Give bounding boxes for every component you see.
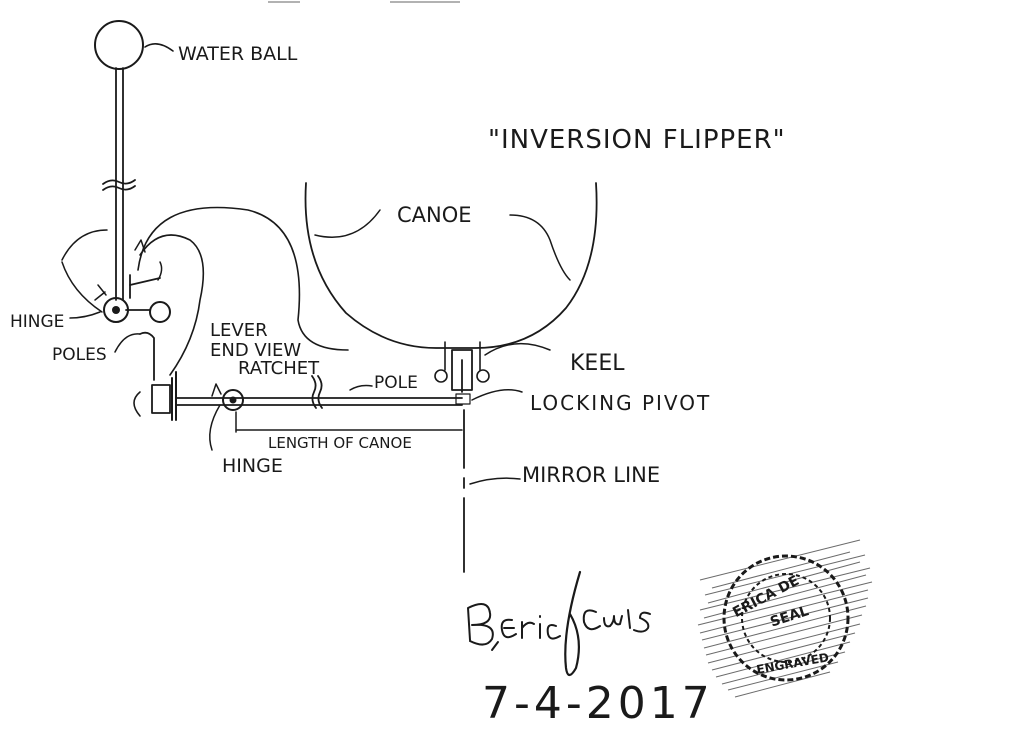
locking-pivot: [455, 389, 523, 405]
break-mark-pole: [311, 375, 317, 409]
ratchet-label: RATCHET: [238, 358, 320, 379]
canoe-label: CANOE: [397, 203, 472, 227]
hinge-lower-label: HINGE: [222, 455, 283, 477]
break-mark-upper: [102, 179, 136, 185]
upper-hinge: [61, 229, 171, 323]
seal-stamp: ERICA DE SEAL ENGRAVED: [697, 539, 873, 698]
water-ball-assembly: [94, 20, 174, 301]
locking-pivot-leader: [471, 389, 523, 401]
mirror-line-leader: [469, 477, 521, 485]
end-view-label: END VIEW: [210, 340, 301, 361]
water-ball: [94, 20, 144, 70]
lever-label: LEVER: [210, 320, 268, 341]
pole-leader: [349, 384, 373, 391]
dimension-line: [235, 411, 463, 433]
horizontal-pole: [175, 375, 463, 411]
keel-leader: [484, 342, 551, 356]
hinge-lower-leader: [209, 404, 221, 451]
poles-leader: [114, 333, 141, 353]
signature: [467, 570, 651, 677]
pole-label: POLE: [374, 373, 418, 393]
canoe-leader-right: [509, 214, 571, 281]
mirror-line-label: MIRROR LINE: [522, 463, 660, 487]
lower-hinge: [222, 389, 244, 411]
water-ball-label: WATER BALL: [178, 43, 298, 65]
lever-motion-arcs: [134, 206, 349, 376]
water-ball-leader: [144, 43, 174, 52]
ratchet-end-view: [133, 371, 222, 421]
locking-pivot-label: LOCKING PIVOT: [530, 391, 711, 415]
keel: [434, 341, 551, 393]
date: 7-4-2017: [482, 678, 714, 729]
poles-label: POLES: [52, 345, 107, 365]
stamp-text-bottom: ENGRAVED: [755, 650, 830, 677]
hinge-upper-label: HINGE: [10, 312, 64, 332]
stamp-text-mid: SEAL: [768, 603, 810, 630]
title: "INVERSION FLIPPER": [488, 125, 786, 155]
mirror-line: [209, 404, 521, 573]
canoe-hull: [304, 182, 598, 349]
canoe-leader-left: [314, 209, 381, 238]
keel-label: KEEL: [570, 351, 625, 376]
hinge-leader: [69, 311, 101, 319]
length-of-canoe-label: LENGTH OF CANOE: [268, 434, 412, 452]
